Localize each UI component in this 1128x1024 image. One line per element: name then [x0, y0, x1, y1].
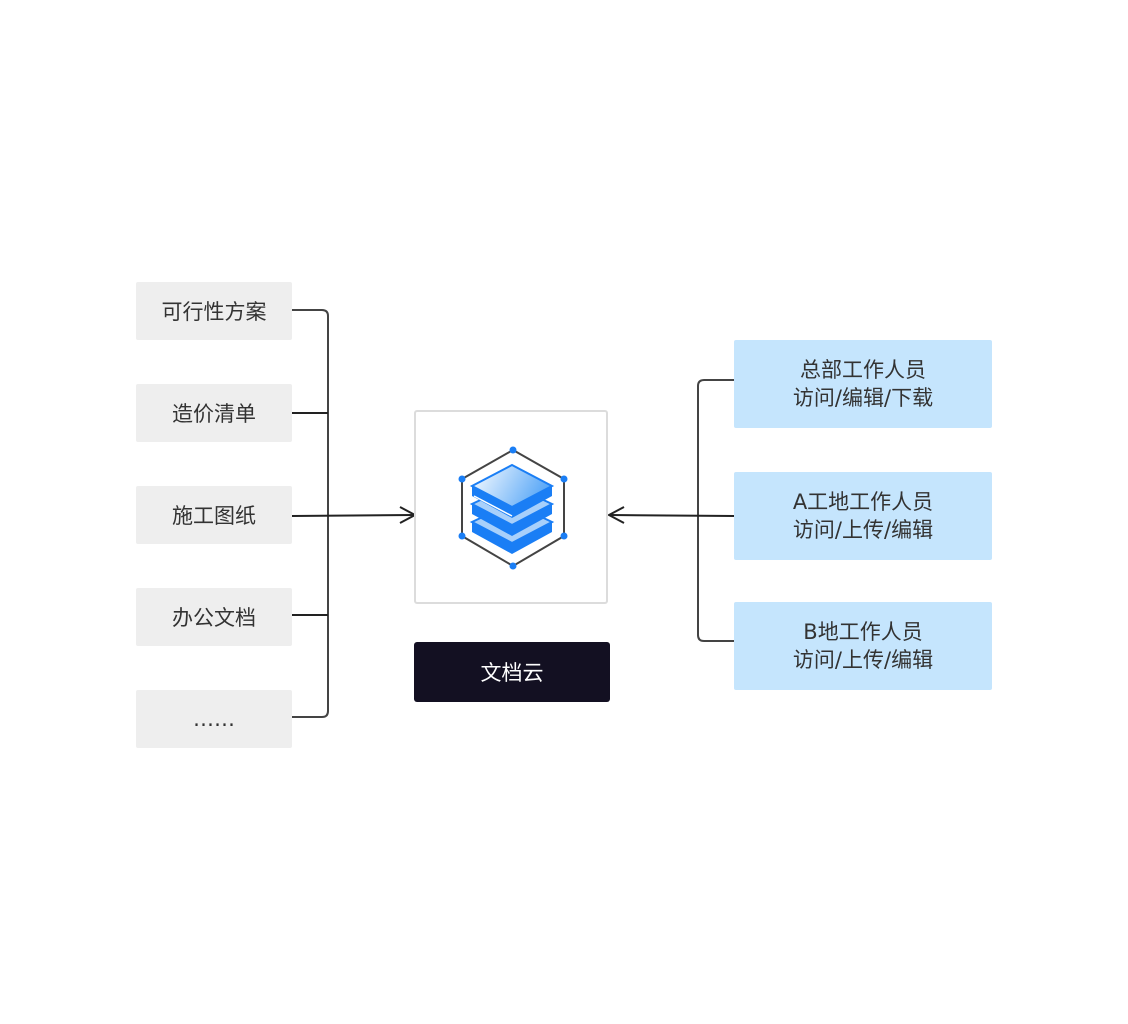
source-item: 可行性方案	[136, 282, 292, 340]
user-group-name: 总部工作人员	[800, 358, 926, 382]
source-label: 办公文档	[172, 606, 256, 630]
arrow-to-hub-left	[291, 514, 415, 517]
user-group: 总部工作人员 访问/编辑/下载	[734, 340, 992, 428]
right-bracket-line	[697, 379, 734, 642]
source-item: 造价清单	[136, 384, 292, 442]
left-bracket-line	[292, 309, 329, 718]
document-cloud-hub	[414, 410, 608, 604]
source-label: 造价清单	[172, 402, 256, 426]
source-label: 可行性方案	[161, 300, 267, 324]
user-group-name: B地工作人员	[803, 620, 923, 644]
database-stack-icon	[458, 446, 568, 570]
source-item: ……	[136, 690, 292, 748]
arrow-to-hub-right	[609, 514, 735, 517]
user-group-permissions: 访问/上传/编辑	[792, 518, 934, 542]
source-item: 施工图纸	[136, 486, 292, 544]
source-label: ……	[193, 707, 235, 731]
source-label: 施工图纸	[172, 504, 256, 528]
user-group-permissions: 访问/上传/编辑	[792, 648, 934, 672]
user-group-permissions: 访问/编辑/下载	[792, 386, 934, 410]
user-group-name: A工地工作人员	[792, 490, 934, 514]
hub-label-text: 文档云	[480, 661, 544, 685]
user-group: B地工作人员 访问/上传/编辑	[734, 602, 992, 690]
source-item: 办公文档	[136, 588, 292, 646]
user-group: A工地工作人员 访问/上传/编辑	[734, 472, 992, 560]
arrowhead-left-icon	[606, 506, 625, 524]
hub-label: 文档云	[414, 642, 610, 702]
